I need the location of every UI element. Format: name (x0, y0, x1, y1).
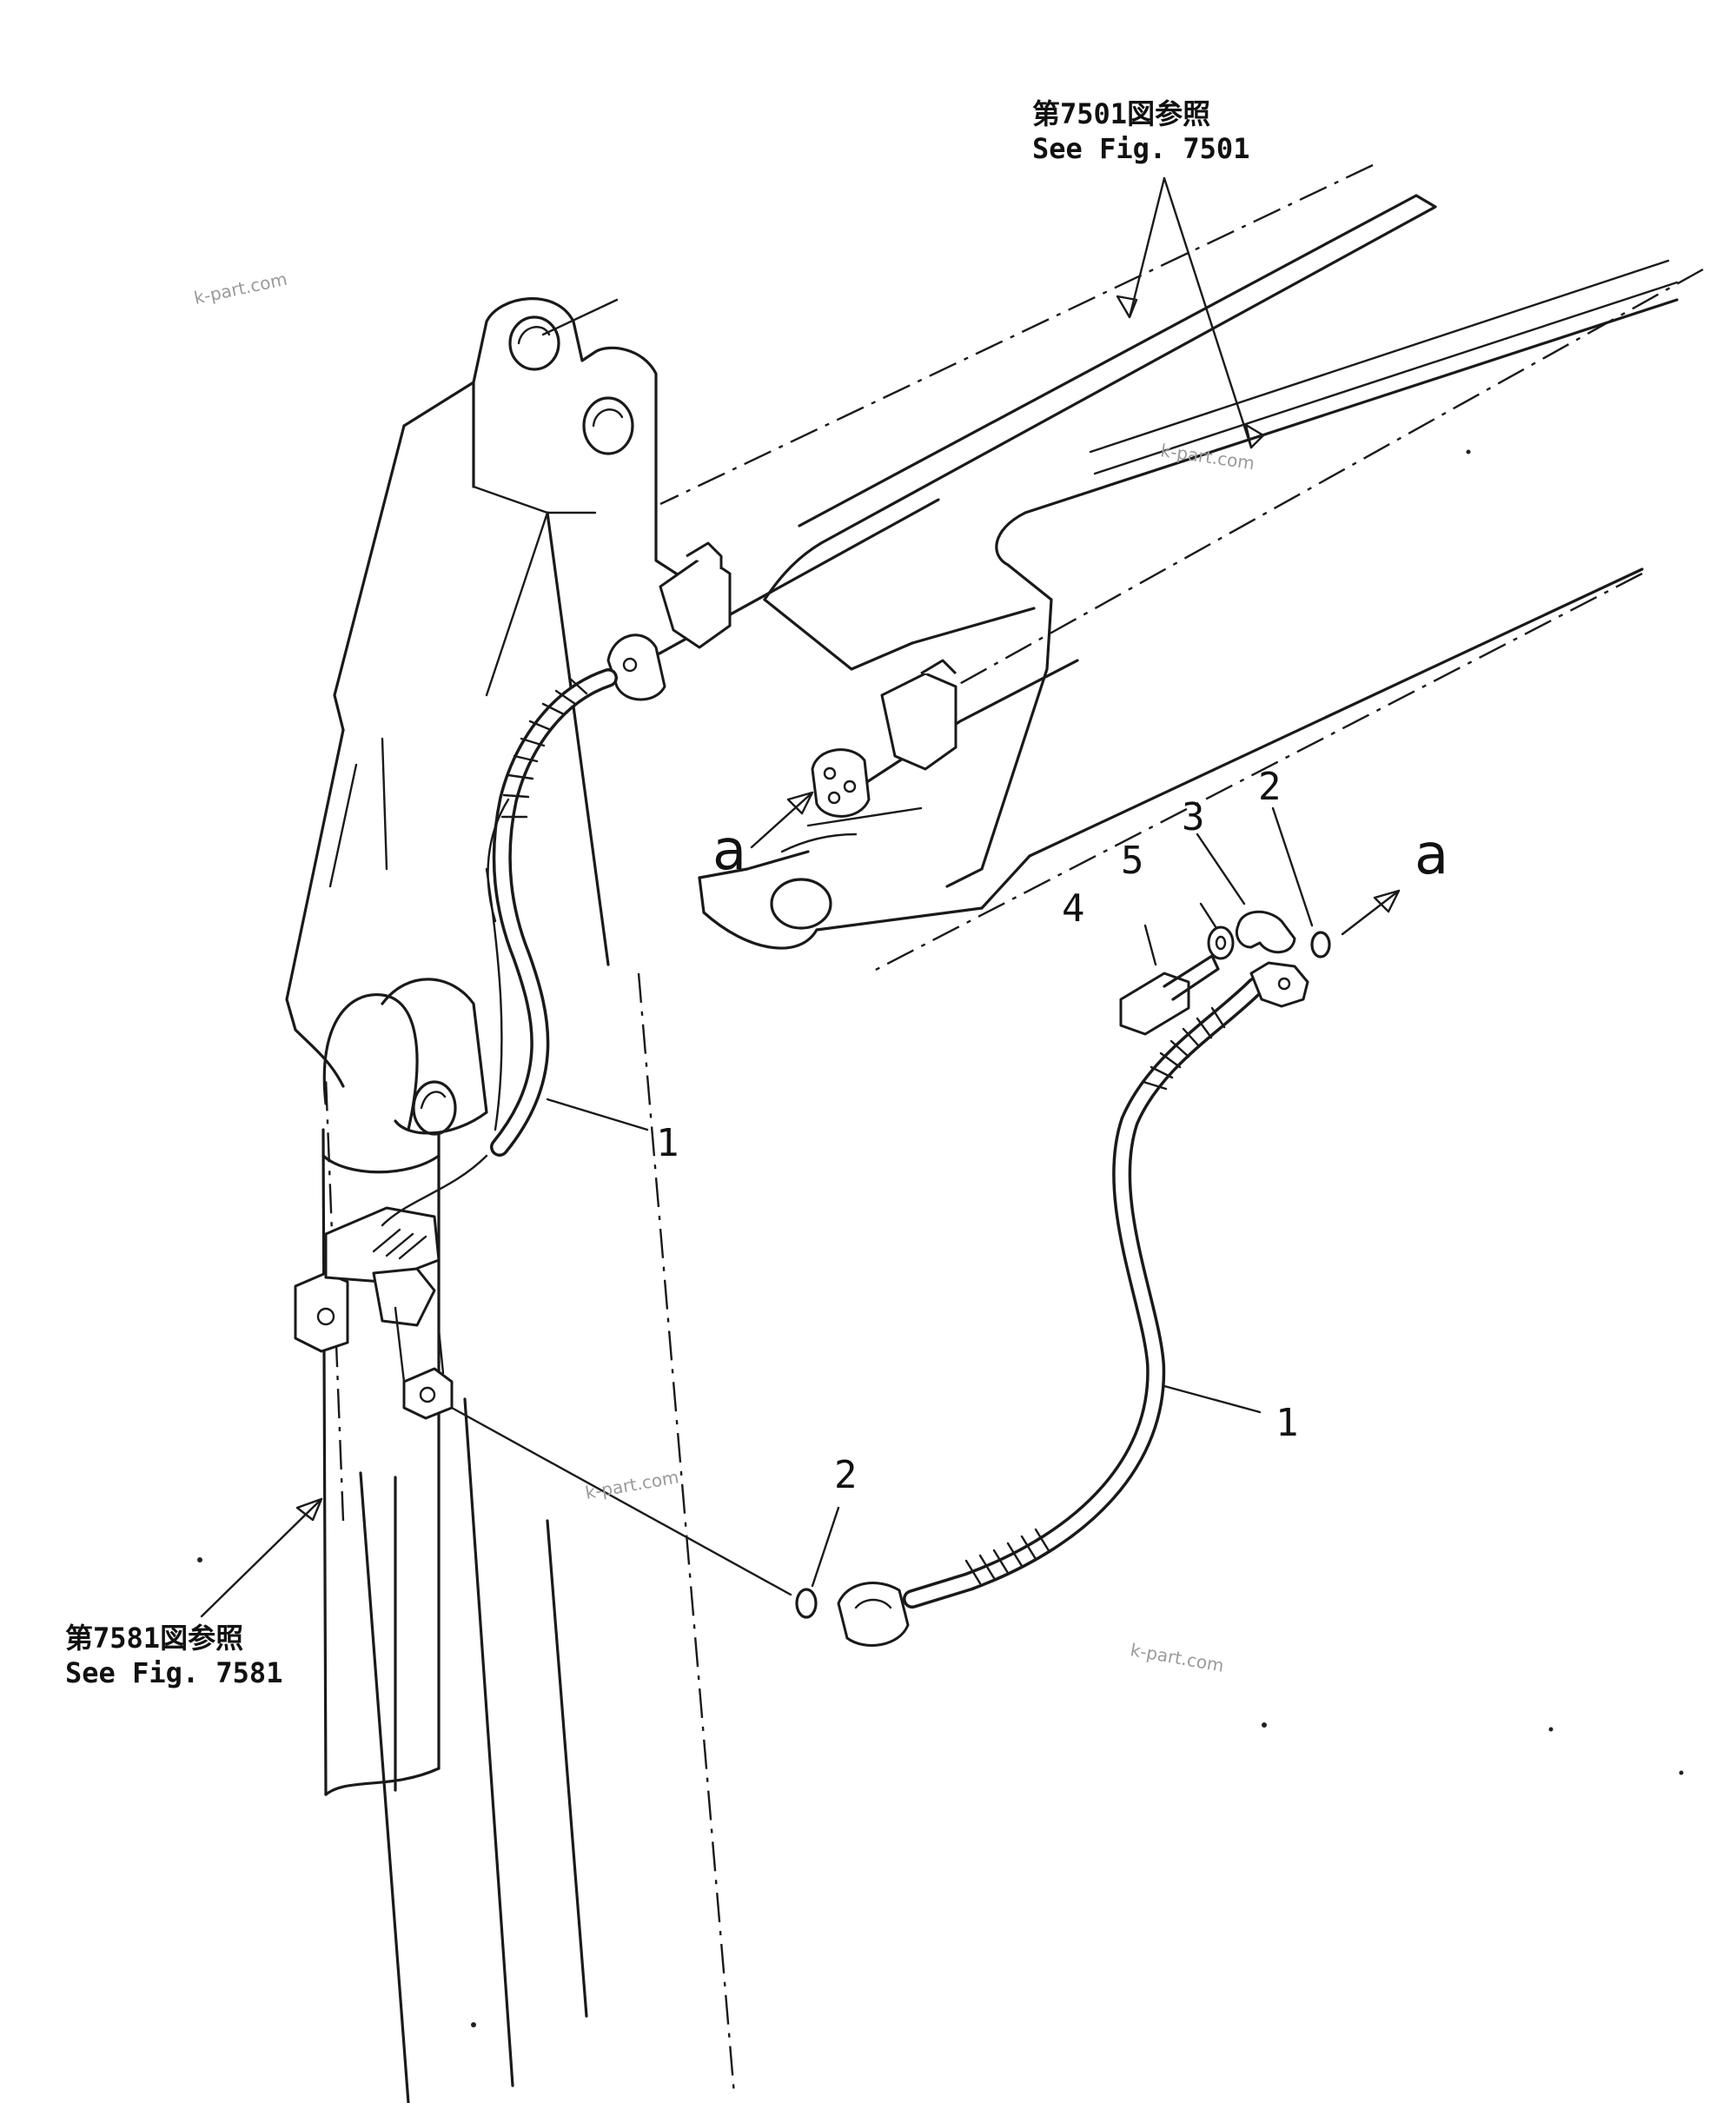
watermark: k-part.com (192, 269, 289, 308)
leader-lines (200, 176, 1401, 1618)
watermark: k-part.com (1129, 1639, 1225, 1676)
boom-body (285, 297, 732, 2103)
callout-hose-lower: 1 (1275, 1401, 1299, 1445)
arm-body (698, 194, 1679, 950)
callout-clamp: 3 (1182, 795, 1205, 839)
callout-bolt: 4 (1062, 886, 1085, 931)
callout-hose-upper: 1 (656, 1121, 679, 1165)
upper-reference-jp: 第7501図参照 (1032, 97, 1210, 130)
callout-oring-upper: 2 (1258, 765, 1282, 809)
callout-washer: 5 (1121, 839, 1144, 883)
lower-reference-en: See Fig. 7581 (65, 1656, 282, 1689)
hose-lower (837, 961, 1309, 1647)
callout-oring-lower: 2 (834, 1453, 858, 1497)
arm-piping (598, 498, 1079, 818)
scan-specks (197, 449, 1684, 2027)
hose-upper (372, 668, 618, 1260)
view-marker-right: a (1415, 823, 1448, 887)
lower-reference-jp: 第7581図参照 (65, 1622, 243, 1655)
watermark: k-part.com (584, 1466, 680, 1503)
view-marker-left: a (712, 819, 746, 883)
upper-reference-en: See Fig. 7501 (1032, 132, 1249, 165)
small-parts (795, 910, 1331, 1619)
watermark: k-part.com (1159, 440, 1256, 474)
